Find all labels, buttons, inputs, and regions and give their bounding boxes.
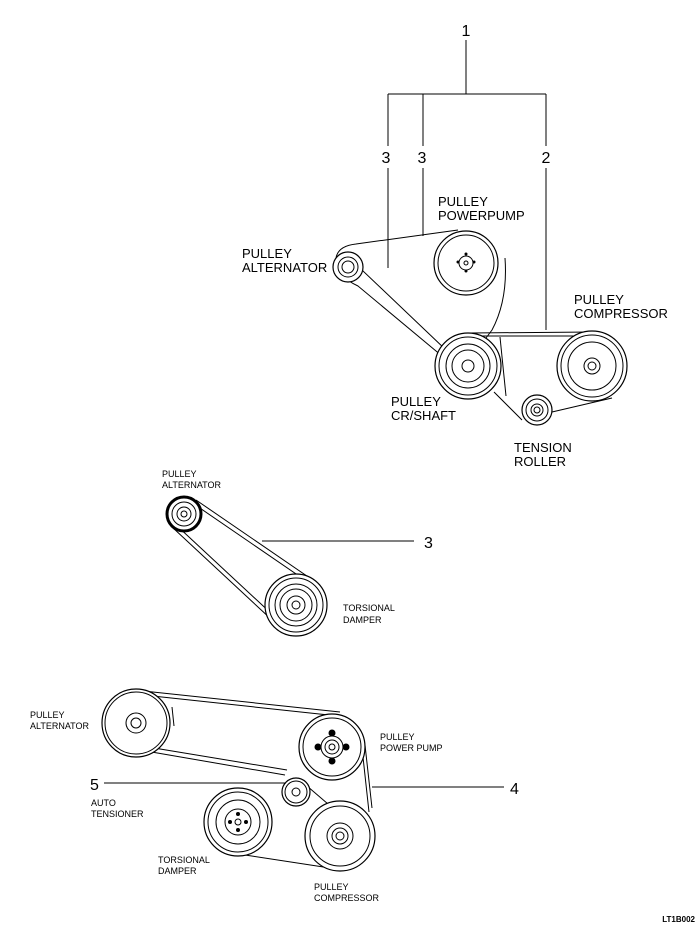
label-compressor-line1: PULLEY [574, 292, 624, 307]
label-compressor-fig3-line2: COMPRESSOR [314, 893, 380, 903]
callout-3-inner: 3 [418, 150, 427, 167]
torsional-damper-pulley [264, 573, 328, 637]
alternator-pulley-fig1 [332, 251, 364, 283]
label-powerpump-fig3-line1: PULLEY [380, 732, 415, 742]
compressor-pulley-fig1 [556, 330, 628, 402]
belt-2-crankshaft-compressor-roller [469, 331, 613, 421]
label-damper-fig3-line2: DAMPER [158, 866, 197, 876]
label-alternator-fig2-line2: ALTERNATOR [162, 480, 222, 490]
label-crshaft-line2: CR/SHAFT [391, 408, 456, 423]
label-alternator-line2: ALTERNATOR [242, 260, 327, 275]
figure-3-belt-layout: 5 4 PULLEY ALTERNATOR PULLEY POWER PUMP … [30, 688, 519, 903]
callout-bracket-1 [387, 40, 547, 330]
compressor-pulley-fig3 [304, 800, 376, 872]
label-roller-line1: TENSION [514, 440, 572, 455]
tension-roller [521, 394, 553, 426]
powerpump-pulley [433, 230, 499, 296]
label-tensioner-line2: TENSIONER [91, 809, 144, 819]
label-crshaft-line1: PULLEY [391, 394, 441, 409]
label-damper-fig3-line1: TORSIONAL [158, 855, 210, 865]
callout-5: 5 [90, 777, 99, 794]
crankshaft-pulley [434, 332, 502, 400]
label-alternator-fig3-line2: ALTERNATOR [30, 721, 90, 731]
figure-1-belt-layout: 1 3 3 2 [242, 23, 668, 469]
label-tensioner-line1: AUTO [91, 798, 116, 808]
image-code: LT1B002 [662, 915, 695, 924]
figure-2-belt-layout: 3 PULLEY ALTERNATOR TORSIONAL DAMPER [162, 469, 433, 637]
auto-tensioner-pulley [281, 777, 311, 807]
label-roller-line2: ROLLER [514, 454, 566, 469]
label-alternator-line1: PULLEY [242, 246, 292, 261]
torsional-damper-pulley-fig3 [203, 787, 273, 857]
label-alternator-fig2-line1: PULLEY [162, 469, 197, 479]
powerpump-pulley-fig3 [298, 713, 366, 781]
label-compressor-fig3-line1: PULLEY [314, 882, 349, 892]
label-powerpump-line1: PULLEY [438, 194, 488, 209]
callout-2: 2 [542, 150, 551, 167]
label-damper-fig2-line1: TORSIONAL [343, 603, 395, 613]
callout-3-fig2: 3 [424, 535, 433, 552]
label-powerpump-fig3-line2: POWER PUMP [380, 743, 443, 753]
alternator-pulley-fig2 [165, 495, 203, 533]
label-damper-fig2-line2: DAMPER [343, 615, 382, 625]
callout-4: 4 [510, 781, 519, 798]
label-alternator-fig3-line1: PULLEY [30, 710, 65, 720]
alternator-pulley-fig3 [101, 688, 171, 758]
label-compressor-line2: COMPRESSOR [574, 306, 668, 321]
callout-3-outer: 3 [382, 150, 391, 167]
callout-1: 1 [462, 23, 471, 40]
label-powerpump-line2: POWERPUMP [438, 208, 525, 223]
